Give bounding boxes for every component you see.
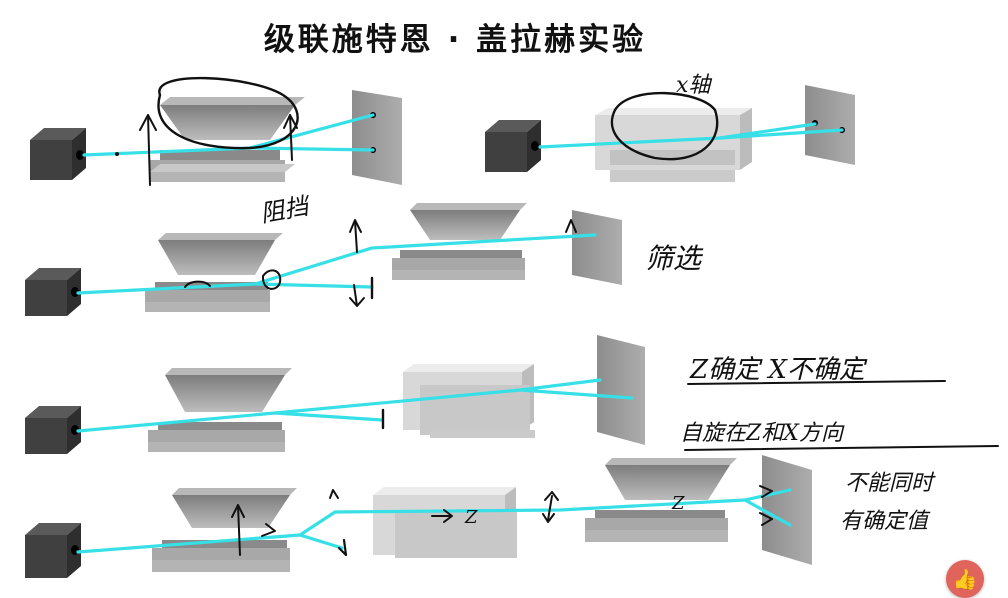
screen-5 [762, 455, 812, 565]
magnet-4 [392, 203, 527, 280]
thumbs-up-icon[interactable]: 👍 [946, 560, 984, 598]
magnet-2 [595, 108, 752, 182]
magnet-1 [150, 97, 305, 182]
oven-box-4 [25, 406, 81, 454]
beam-2 [538, 122, 844, 149]
row4-annotations: Z Z 不能同时 有确定值 [231, 471, 936, 557]
oven-box-2 [485, 120, 541, 172]
magnet-6 [403, 364, 535, 438]
oven-box-3 [25, 268, 81, 316]
cannot-simultaneous-note: 不能同时 [845, 471, 936, 496]
z-vs-x-note: Z确定 X不确定 [689, 355, 868, 385]
z-label-2: Z [671, 493, 685, 514]
screen-1 [352, 90, 402, 185]
x-axis-note: x轴 [676, 73, 712, 98]
definite-value-note: 有确定值 [840, 509, 931, 534]
beam-3 [76, 233, 597, 295]
block-note: 阻挡 [258, 191, 313, 227]
oven-box-5 [25, 523, 81, 578]
z-label-1: Z [464, 507, 478, 528]
beam-5 [76, 488, 792, 554]
filter-note: 筛选 [645, 242, 704, 275]
row3-annotations: Z确定 X不确定 自旋在Z和X方向 [381, 355, 999, 451]
magnet-5 [148, 368, 292, 452]
magnet-8 [373, 487, 517, 558]
oven-box-1 [30, 128, 86, 180]
magnet-3 [145, 233, 283, 312]
screen-3 [572, 210, 622, 285]
magnet-7 [152, 488, 297, 572]
row1-annotations [115, 76, 299, 186]
screen-4 [597, 335, 645, 445]
beam-4 [76, 378, 634, 433]
page-title: 级联施特恩 · 盖拉赫实验 [263, 22, 647, 58]
row1b-annotations: x轴 [610, 73, 719, 161]
spin-direction-note: 自旋在Z和X方向 [680, 421, 845, 446]
magnet-9 [585, 458, 737, 542]
